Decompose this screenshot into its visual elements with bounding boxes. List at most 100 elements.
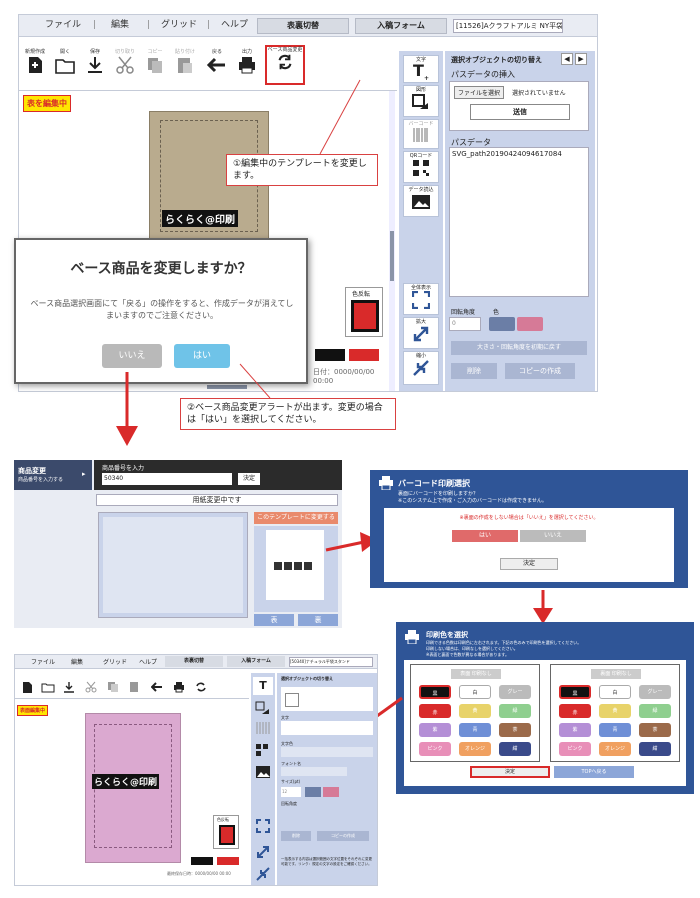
result-color-blue[interactable] (305, 787, 321, 797)
tool-qr[interactable]: QRコード (403, 151, 439, 183)
back-color-swatch[interactable]: 緑 (639, 704, 671, 718)
rotation-input[interactable]: 0 (449, 317, 481, 331)
barcode-icon[interactable] (255, 721, 271, 735)
result-swatch-black[interactable] (191, 857, 213, 865)
front-no-print-button[interactable]: 表面 印刷なし (451, 669, 501, 679)
back-color-swatch[interactable]: オレンジ (599, 742, 631, 756)
align-left-icon[interactable] (285, 693, 299, 707)
back-no-print-button[interactable]: 裏面 印刷なし (591, 669, 641, 679)
dialog-yes-button[interactable]: はい (174, 344, 230, 368)
file-button[interactable]: ファイルを選択 (454, 86, 505, 99)
text-color-input[interactable] (281, 747, 373, 757)
dialog-no-button[interactable]: いいえ (102, 344, 162, 368)
tool-data-import[interactable]: データ読込 (403, 185, 439, 217)
front-tab[interactable]: 表 (254, 614, 294, 626)
back-color-swatch[interactable]: 紫 (559, 723, 591, 737)
size-input[interactable]: 12 (281, 787, 301, 797)
tool-zoom-in[interactable]: 拡大 (403, 317, 439, 349)
next-object-button[interactable]: ▶ (575, 53, 587, 65)
new-doc-icon[interactable] (21, 681, 33, 693)
nav-product-change[interactable]: 商品変更 商品番号を入力する ▸ (14, 460, 92, 490)
printer-icon[interactable] (173, 681, 185, 693)
decide-button[interactable]: 決定 (238, 473, 260, 485)
pink-bag[interactable]: らくらく@印刷 (85, 713, 181, 863)
duplicate-button[interactable]: コピーの作成 (505, 363, 575, 379)
result-product-select[interactable]: [50340]ナチュラル平袋スタンド (289, 657, 373, 667)
color-invert-box[interactable]: 色反転 (345, 287, 383, 337)
logo-text[interactable]: らくらく@印刷 (162, 210, 238, 227)
refresh-icon[interactable] (195, 681, 207, 693)
back-color-swatch[interactable]: 赤 (559, 704, 591, 718)
front-color-swatch[interactable]: 青 (459, 723, 491, 737)
result-duplicate-button[interactable]: コピーの作成 (317, 831, 369, 841)
prev-object-button[interactable]: ◀ (561, 53, 573, 65)
arrow-left-icon[interactable] (151, 681, 163, 693)
base-product-change-button[interactable]: ベース商品変更 (265, 45, 305, 85)
download-icon[interactable] (63, 681, 75, 693)
front-color-swatch[interactable]: 白 (459, 685, 491, 699)
horizontal-scrollbar-thumb[interactable] (207, 385, 247, 389)
front-color-swatch[interactable]: 緑 (499, 704, 531, 718)
text-input[interactable] (281, 721, 373, 735)
tool-barcode[interactable]: バーコード (403, 119, 439, 149)
save-button[interactable]: 保存 (83, 49, 107, 83)
new-button[interactable]: 新規作成 (23, 49, 47, 83)
result-tab-entry-form[interactable]: 入稿フォーム (227, 656, 285, 667)
color-decide-button[interactable]: 決定 (470, 766, 550, 778)
front-color-swatch[interactable]: 赤 (419, 704, 451, 718)
result-menu-edit[interactable]: 編集 (71, 659, 84, 666)
front-color-swatch[interactable]: 茶 (499, 723, 531, 737)
front-color-swatch[interactable]: グレー (499, 685, 531, 699)
vertical-scrollbar-thumb[interactable] (390, 231, 394, 281)
folder-icon[interactable] (41, 681, 55, 693)
back-color-swatch[interactable]: グレー (639, 685, 671, 699)
result-color-pink[interactable] (323, 787, 339, 797)
result-menu-file[interactable]: ファイル (31, 659, 56, 666)
front-color-swatch[interactable]: 黄 (459, 704, 491, 718)
result-tab-front-back[interactable]: 表裏切替 (165, 656, 223, 667)
cut-button[interactable]: 切り取り (113, 49, 137, 83)
back-color-swatch[interactable]: 紺 (639, 742, 671, 756)
menu-grid[interactable]: グリッド (161, 20, 198, 30)
reset-button[interactable]: 大きさ・回転角度を初期に戻す (451, 341, 587, 355)
front-color-swatch[interactable]: 紺 (499, 742, 531, 756)
result-delete-button[interactable]: 削除 (281, 831, 311, 841)
swatch-black[interactable] (315, 349, 345, 361)
change-template-button[interactable]: このテンプレートに変更する (254, 512, 338, 524)
back-color-swatch[interactable]: 白 (599, 685, 631, 699)
output-button[interactable]: 出力 (235, 49, 259, 83)
delete-button[interactable]: 削除 (451, 363, 497, 379)
back-color-swatch[interactable]: 黒 (559, 685, 591, 699)
shape-icon[interactable] (255, 701, 271, 715)
tool-shape[interactable]: 図形 (403, 85, 439, 117)
front-color-swatch[interactable]: 紫 (419, 723, 451, 737)
back-button[interactable]: 戻る (205, 49, 229, 83)
tab-entry-form[interactable]: 入稿フォーム (355, 18, 447, 34)
paste-icon[interactable] (129, 681, 141, 693)
barcode-no-button[interactable]: いいえ (520, 530, 586, 542)
menu-file[interactable]: ファイル (45, 20, 82, 30)
paste-button[interactable]: 貼り付け (173, 49, 197, 83)
back-color-swatch[interactable]: 黄 (599, 704, 631, 718)
copy-button[interactable]: コピー (143, 49, 167, 83)
fit-icon[interactable] (256, 819, 270, 833)
result-menu-help[interactable]: ヘルプ (139, 659, 158, 666)
back-color-swatch[interactable]: 茶 (639, 723, 671, 737)
result-color-invert-box[interactable]: 色反転 (213, 815, 239, 849)
menu-help[interactable]: ヘルプ (221, 20, 249, 30)
copy-icon[interactable] (107, 681, 119, 693)
qr-icon[interactable] (255, 743, 269, 757)
back-color-swatch[interactable]: ピンク (559, 742, 591, 756)
zoom-out-icon[interactable] (256, 867, 270, 881)
color-swatch-blue[interactable] (489, 317, 515, 331)
swatch-red[interactable] (349, 349, 379, 361)
template-list[interactable] (98, 512, 248, 618)
back-color-swatch[interactable]: 青 (599, 723, 631, 737)
tab-front-back[interactable]: 表裏切替 (257, 18, 349, 34)
open-button[interactable]: 開く (53, 49, 77, 83)
tool-fit[interactable]: 全体表示 (403, 283, 439, 315)
zoom-in-icon[interactable] (256, 845, 270, 859)
barcode-yes-button[interactable]: はい (452, 530, 518, 542)
result-logo-text[interactable]: らくらく@印刷 (92, 774, 160, 789)
